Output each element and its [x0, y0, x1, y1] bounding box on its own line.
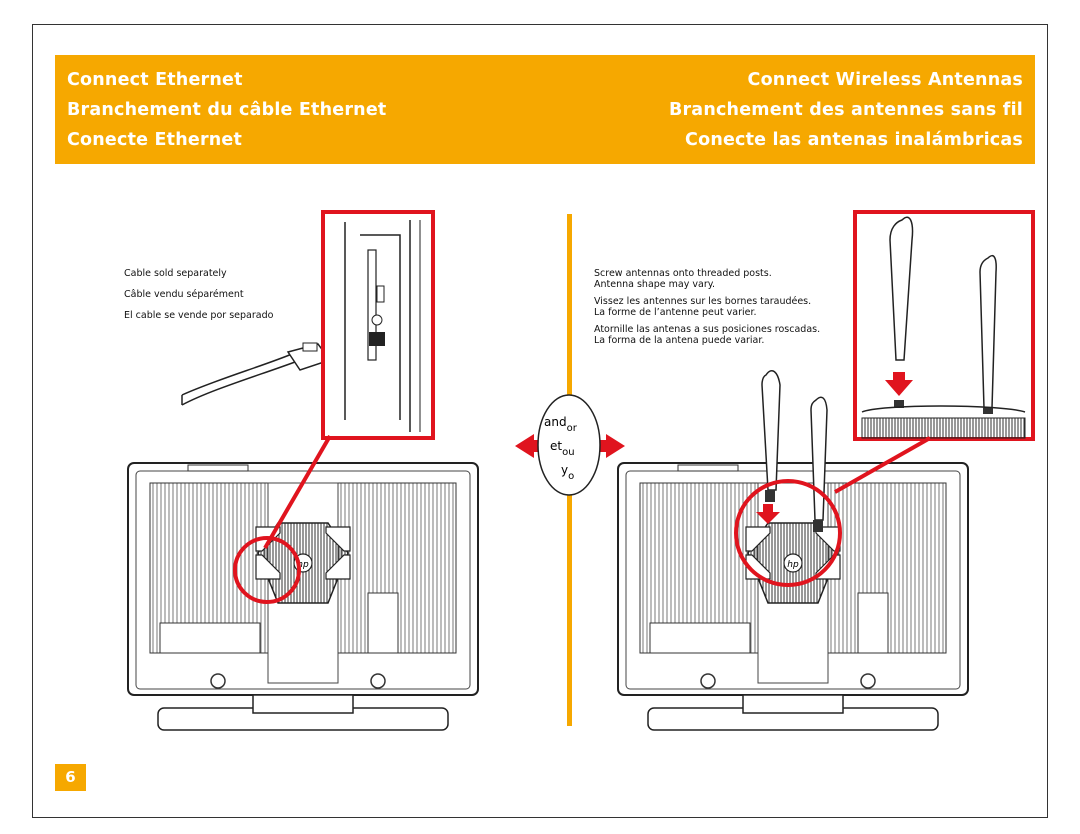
monitor-back-right — [617, 462, 969, 731]
ethernet-cable — [181, 353, 296, 406]
ethernet-plug-icon — [286, 342, 332, 371]
title-banner: Connect Ethernet Branchement du câble Et… — [55, 55, 1035, 164]
antenna-callout — [853, 210, 1035, 441]
ethernet-note-es: El cable se vende por separado — [124, 310, 274, 321]
antenna-note-es: Atornille las antenas a sus posiciones r… — [594, 324, 821, 346]
page-number: 6 — [55, 764, 86, 791]
antenna-leader-line — [834, 436, 931, 494]
down-arrow-icon — [756, 504, 780, 524]
ethernet-callout — [321, 210, 435, 440]
title-ethernet-en: Connect Ethernet — [67, 70, 243, 90]
and-or-label: andor — [544, 415, 578, 434]
title-antennas-en: Connect Wireless Antennas — [747, 70, 1023, 90]
title-ethernet-es: Conecte Ethernet — [67, 130, 243, 150]
ethernet-note-en: Cable sold separately — [124, 268, 227, 279]
antenna-note-fr: Vissez les antennes sur les bornes tarau… — [594, 296, 812, 318]
et-ou-label: etou — [550, 439, 575, 458]
ethernet-note: Cable sold separately Câble vendu séparé… — [124, 268, 273, 331]
title-antennas-fr: Branchement des antennes sans fil — [668, 100, 1023, 120]
title-antennas-es: Conecte las antenas inalámbricas — [685, 130, 1023, 150]
antenna-note-en: Screw antennas onto threaded posts. Ante… — [594, 268, 772, 290]
title-ethernet-fr: Branchement du câble Ethernet — [67, 100, 387, 120]
and-or-oval — [537, 394, 601, 496]
ethernet-note-fr: Câble vendu séparément — [124, 289, 244, 300]
ethernet-port-highlight — [233, 536, 301, 604]
banner-left-titles: Connect Ethernet Branchement du câble Et… — [67, 65, 386, 155]
banner-right-titles: Connect Wireless Antennas Branchement de… — [669, 65, 1023, 155]
antenna-left — [761, 370, 781, 502]
y-o-label: yo — [561, 463, 574, 482]
antenna-note: Screw antennas onto threaded posts. Ante… — [594, 268, 820, 352]
antenna-highlight — [734, 479, 842, 587]
monitor-back-left — [127, 462, 479, 731]
page-frame — [32, 24, 1048, 818]
ethernet-leader-line — [263, 434, 332, 550]
